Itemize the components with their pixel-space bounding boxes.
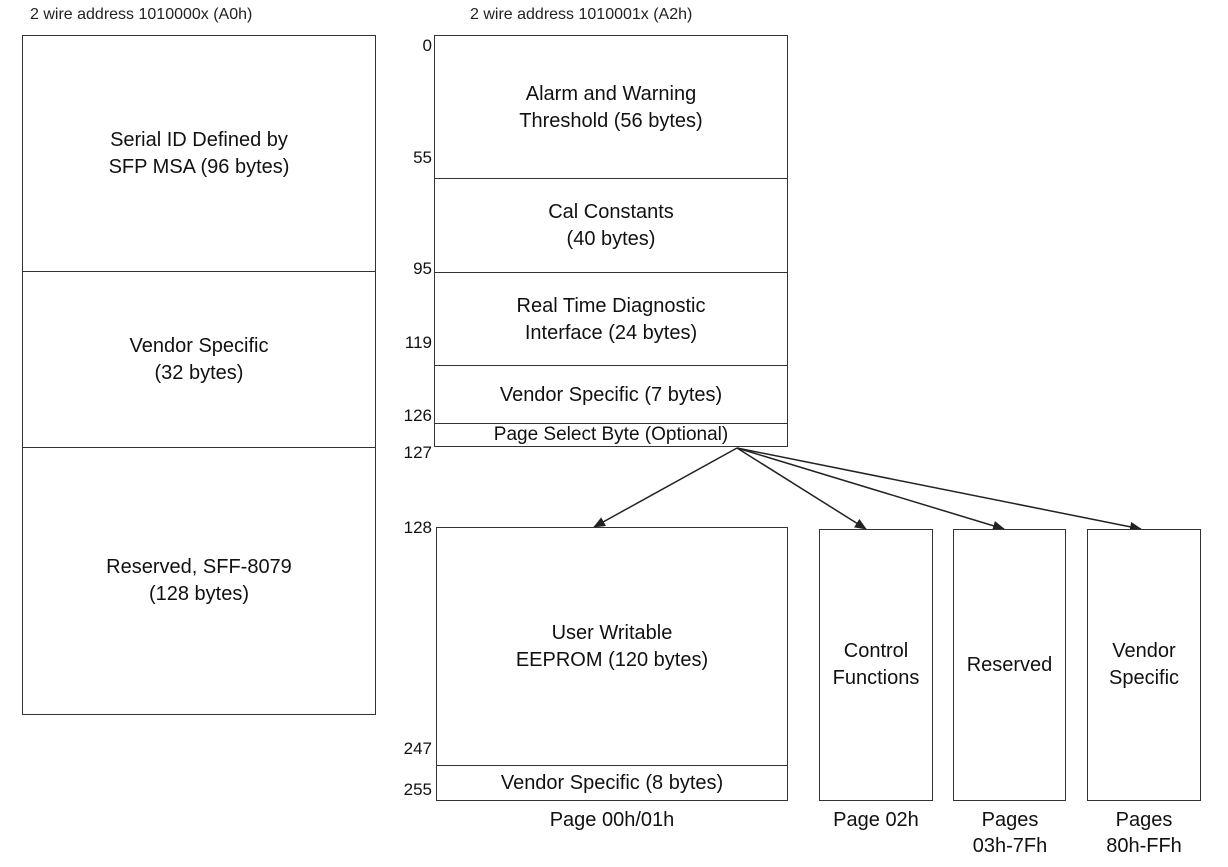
arrow-to-page-00 bbox=[593, 447, 738, 528]
page-select-label: Page Select Byte (Optional) bbox=[493, 424, 729, 445]
alarm-label-line1: Alarm and Warning bbox=[525, 82, 697, 105]
page-80-label-line2: Specific bbox=[1108, 667, 1180, 689]
page-02-label-line2: Functions bbox=[832, 667, 920, 689]
a0-vendor-specific-segment: Vendor Specific (32 bytes) bbox=[23, 271, 375, 448]
diag-label-line2: Interface (24 bytes) bbox=[524, 321, 698, 344]
page-00-caption: Page 00h/01h bbox=[549, 809, 675, 831]
page-02-label-line1: Control bbox=[843, 640, 909, 662]
a2-address-119: 119 bbox=[404, 333, 432, 352]
page-00-address-255: 255 bbox=[403, 780, 432, 799]
page-00-address-128: 128 bbox=[403, 518, 432, 537]
eeprom-label-line1: User Writable bbox=[551, 621, 673, 644]
page-00-vendor-segment: Vendor Specific (8 bytes) bbox=[437, 765, 787, 800]
arrow-to-page-80 bbox=[736, 447, 1142, 532]
page-00-memory-map: User Writable EEPROM (120 bytes) Vendor … bbox=[436, 527, 788, 801]
page-80-caption-line2: 80h-FFh bbox=[1106, 835, 1182, 857]
a0-vendor-label-line2: (32 bytes) bbox=[154, 362, 244, 384]
a2-vendor-label: Vendor Specific (7 bytes) bbox=[499, 383, 723, 406]
a2-cal-segment: Cal Constants (40 bytes) bbox=[435, 178, 787, 273]
a0-header: 2 wire address 1010000x (A0h) bbox=[30, 6, 253, 23]
a2-address-0: 0 bbox=[422, 36, 432, 55]
page-80-caption-line1: Pages bbox=[1115, 809, 1173, 831]
page-02-box: Control Functions bbox=[819, 529, 933, 801]
serial-id-label-line2: SFP MSA (96 bytes) bbox=[108, 156, 290, 178]
eeprom-label-line2: EEPROM (120 bytes) bbox=[515, 648, 709, 671]
a0-memory-map: Serial ID Defined by SFP MSA (96 bytes) … bbox=[22, 35, 376, 715]
cal-label-line1: Cal Constants bbox=[548, 201, 674, 223]
user-eeprom-segment: User Writable EEPROM (120 bytes) bbox=[437, 528, 787, 765]
a2-address-95: 95 bbox=[413, 259, 432, 278]
a2-page-select-segment: Page Select Byte (Optional) bbox=[435, 423, 787, 446]
a2-diag-segment: Real Time Diagnostic Interface (24 bytes… bbox=[435, 272, 787, 366]
page-80-box: Vendor Specific bbox=[1087, 529, 1201, 801]
page-03-caption-line2: 03h-7Fh bbox=[972, 835, 1048, 857]
a0-serial-id-segment: Serial ID Defined by SFP MSA (96 bytes) bbox=[23, 36, 375, 272]
page-00-vendor-label: Vendor Specific (8 bytes) bbox=[500, 771, 724, 794]
page-03-label: Reserved bbox=[966, 653, 1053, 676]
arrow-to-page-03 bbox=[736, 447, 1005, 531]
a2-header: 2 wire address 1010001x (A2h) bbox=[470, 6, 693, 23]
diag-label-line1: Real Time Diagnostic bbox=[516, 294, 706, 317]
a0-vendor-label-line1: Vendor Specific bbox=[129, 335, 269, 357]
a2-alarm-segment: Alarm and Warning Threshold (56 bytes) bbox=[435, 36, 787, 179]
page-03-caption-line1: Pages bbox=[981, 809, 1039, 831]
a0-reserved-segment: Reserved, SFF-8079 (128 bytes) bbox=[23, 447, 375, 714]
serial-id-label-line1: Serial ID Defined by bbox=[110, 129, 288, 151]
cal-label-line2: (40 bytes) bbox=[566, 228, 656, 250]
page-03-box: Reserved bbox=[953, 529, 1066, 801]
page-80-caption: Pages 80h-FFh bbox=[1077, 807, 1211, 859]
page-00-address-247: 247 bbox=[403, 739, 432, 758]
a2-vendor-segment: Vendor Specific (7 bytes) bbox=[435, 365, 787, 424]
page-02-caption: Page 02h bbox=[833, 809, 919, 831]
a2-address-127: 127 bbox=[403, 443, 432, 462]
page-80-label-line1: Vendor bbox=[1112, 640, 1176, 662]
reserved-label-line2: (128 bytes) bbox=[148, 583, 250, 605]
page-03-caption: Pages 03h-7Fh bbox=[943, 807, 1077, 859]
a2-memory-map: Alarm and Warning Threshold (56 bytes) C… bbox=[434, 35, 788, 447]
a2-address-126: 126 bbox=[403, 406, 432, 425]
alarm-label-line2: Threshold (56 bytes) bbox=[519, 109, 703, 132]
reserved-label-line1: Reserved, SFF-8079 bbox=[106, 556, 292, 578]
a2-address-55: 55 bbox=[413, 148, 432, 167]
arrow-to-page-02 bbox=[736, 447, 867, 530]
